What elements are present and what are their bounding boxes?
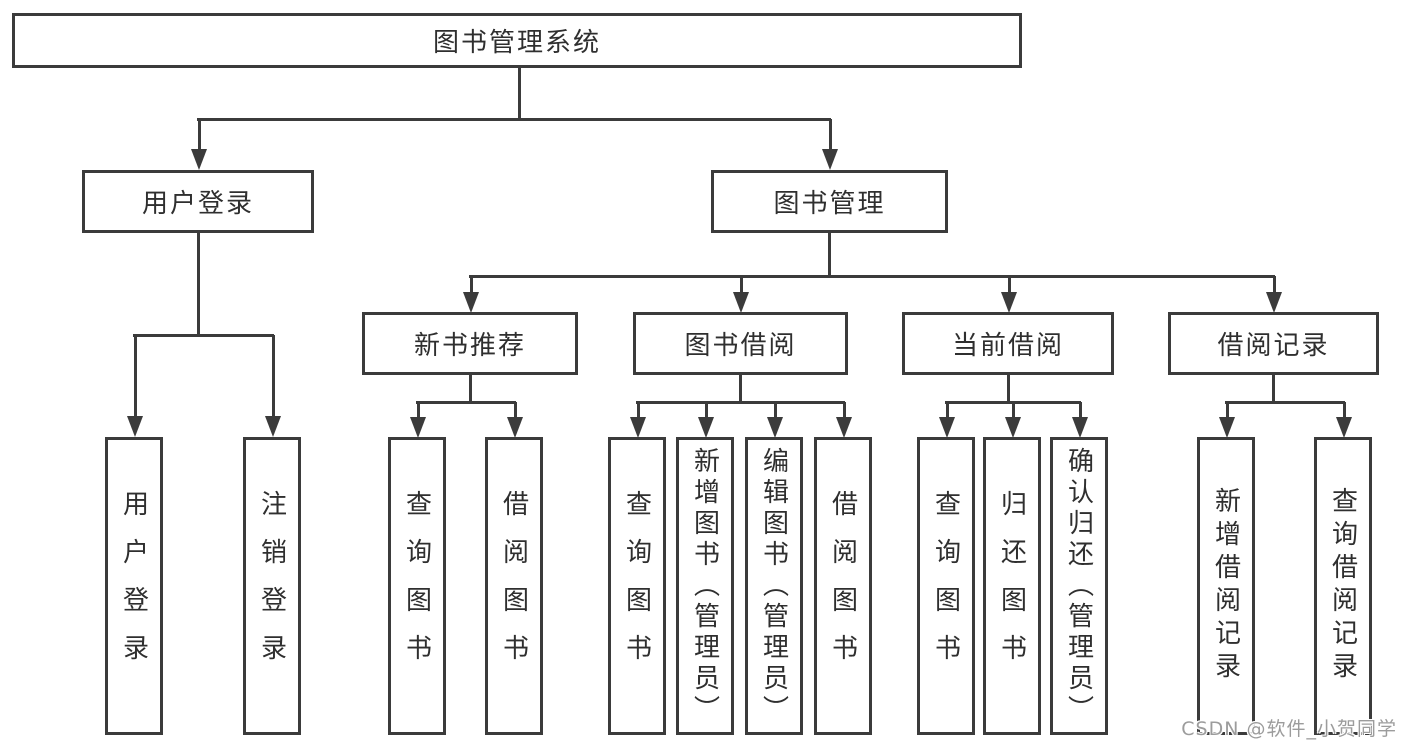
arrow-down-icon bbox=[835, 402, 853, 438]
connector-root-stem bbox=[517, 66, 521, 120]
arrow-down-icon bbox=[190, 119, 208, 170]
arrow-down-icon bbox=[1071, 402, 1089, 438]
connector-current-borrow-stem bbox=[1006, 373, 1010, 403]
arrow-down-icon bbox=[766, 402, 784, 438]
arrow-down-icon bbox=[264, 335, 282, 437]
arrow-down-icon bbox=[506, 402, 524, 438]
arrow-down-icon bbox=[697, 402, 715, 438]
connector-user-login-branch bbox=[132, 333, 274, 337]
leaf-logout: 注销登录 bbox=[243, 437, 301, 735]
node-new-book-recommend: 新书推荐 bbox=[362, 312, 578, 375]
leaf-query-books: 查询图书 bbox=[608, 437, 666, 735]
connector-book-borrow-branch bbox=[635, 400, 845, 404]
leaf-add-book-admin: 新增图书（管理员） bbox=[676, 437, 734, 735]
leaf-confirm-return-admin: 确认归还（管理员） bbox=[1050, 437, 1108, 735]
connector-new-book-stem bbox=[468, 373, 472, 403]
arrow-down-icon bbox=[1000, 276, 1018, 313]
connector-level1-branch bbox=[196, 117, 831, 121]
connector-new-book-branch bbox=[415, 400, 516, 404]
connector-user-login-stem bbox=[196, 233, 200, 336]
leaf-query-borrow-record: 查询借阅记录 bbox=[1314, 437, 1372, 735]
leaf-user-login: 用户登录 bbox=[105, 437, 163, 735]
arrow-down-icon bbox=[629, 402, 647, 438]
node-borrow-record: 借阅记录 bbox=[1168, 312, 1379, 375]
leaf-edit-book-admin: 编辑图书（管理员） bbox=[745, 437, 803, 735]
connector-level2-branch bbox=[468, 274, 1275, 278]
arrow-down-icon bbox=[938, 402, 956, 438]
node-root-library-system: 图书管理系统 bbox=[12, 13, 1022, 68]
leaf-query-books: 查询图书 bbox=[917, 437, 975, 735]
arrow-down-icon bbox=[1218, 402, 1236, 438]
node-book-management: 图书管理 bbox=[711, 170, 948, 233]
arrow-down-icon bbox=[462, 276, 480, 313]
connector-book-borrow-stem bbox=[739, 373, 742, 403]
leaf-query-books: 查询图书 bbox=[388, 437, 446, 735]
leaf-borrow-books: 借阅图书 bbox=[814, 437, 872, 735]
arrow-down-icon bbox=[1265, 276, 1283, 313]
node-current-borrow: 当前借阅 bbox=[902, 312, 1114, 375]
arrow-down-icon bbox=[409, 402, 427, 438]
connector-borrow-record-stem bbox=[1272, 373, 1275, 403]
arrow-down-icon bbox=[126, 335, 144, 437]
connector-book-management-stem bbox=[827, 233, 831, 277]
node-book-borrow: 图书借阅 bbox=[633, 312, 848, 375]
node-user-login: 用户登录 bbox=[82, 170, 314, 233]
connector-borrow-record-branch bbox=[1224, 400, 1345, 404]
leaf-borrow-books: 借阅图书 bbox=[485, 437, 543, 735]
arrow-down-icon bbox=[1004, 402, 1022, 438]
leaf-return-book: 归还图书 bbox=[983, 437, 1041, 735]
arrow-down-icon bbox=[732, 276, 750, 313]
leaf-add-borrow-record: 新增借阅记录 bbox=[1197, 437, 1255, 735]
csdn-watermark: CSDN @软件_小贺同学 bbox=[1181, 718, 1397, 740]
arrow-down-icon bbox=[1335, 402, 1353, 438]
arrow-down-icon bbox=[821, 119, 839, 170]
